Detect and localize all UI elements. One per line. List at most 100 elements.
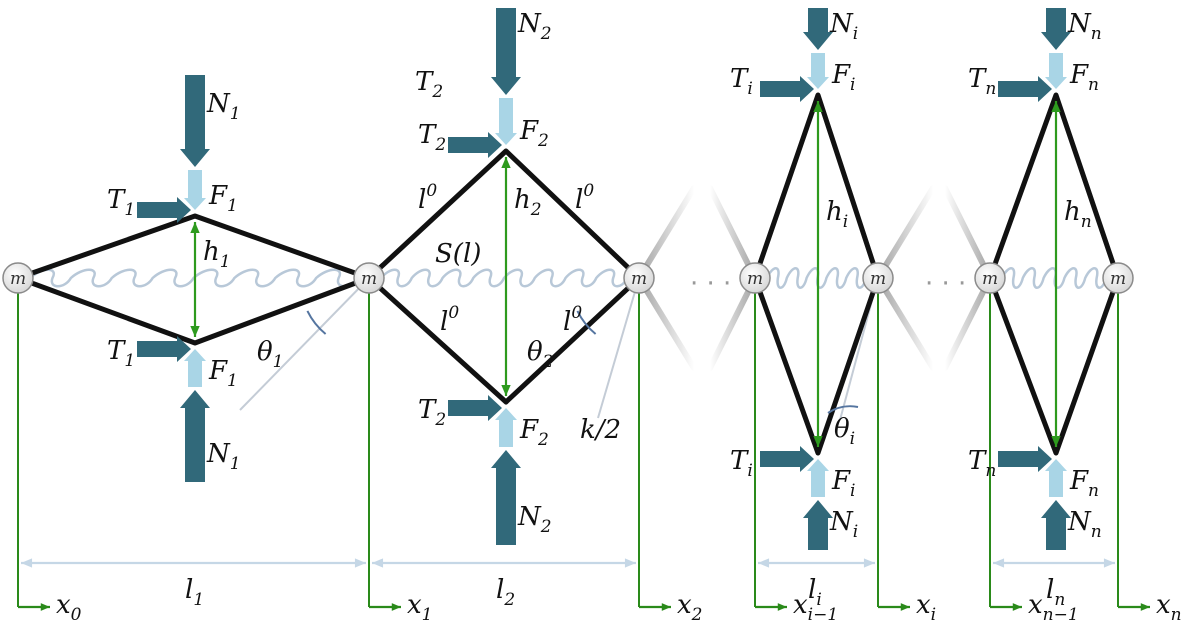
- force-label-top: Fn: [1069, 60, 1099, 95]
- force-label-bottom-subscript: 2: [537, 430, 549, 450]
- force-label-top-base: F: [519, 116, 539, 146]
- mass-label: m: [870, 269, 886, 289]
- ellipsis-separator: · · ·: [925, 269, 966, 299]
- height-arrow-head: [190, 222, 200, 234]
- normal-force-arrow-top: [803, 8, 833, 50]
- force-label-top-subscript: i: [850, 75, 855, 95]
- x-coordinate-label-subscript: i: [931, 605, 936, 625]
- tension-label-bottom-subscript: n: [985, 461, 996, 481]
- height-arrow-head: [813, 101, 823, 113]
- x-coordinate-label: xi: [916, 590, 936, 625]
- tension-arrow-bottom: [998, 446, 1052, 472]
- x-coordinate-label-base: x: [56, 590, 71, 620]
- angle-label-subscript: i: [850, 429, 855, 449]
- tension-label-top: T1: [107, 185, 135, 220]
- mass-circle: [2, 262, 34, 294]
- force-arrow-bottom: [1045, 459, 1067, 497]
- x-axis-layer: [17, 292, 1150, 611]
- x-coordinate-label: x1: [407, 590, 433, 625]
- x-axis-arrow-head: [40, 603, 50, 611]
- force-label-top-subscript: 1: [227, 196, 238, 216]
- tension-arrow-bottom: [760, 446, 814, 472]
- x-coordinate-label-base: x: [1156, 590, 1171, 620]
- normal-force-label-bottom: N2: [517, 502, 552, 537]
- tension-label-bottom-subscript: 2: [434, 410, 446, 430]
- height-label-base: h: [514, 185, 531, 215]
- mass-node: m: [353, 262, 385, 294]
- length-dimension-arrow-head: [354, 558, 366, 568]
- angle-label: θ1: [257, 337, 283, 372]
- normal-force-label-top-base: N: [517, 9, 542, 39]
- height-label: hi: [826, 197, 848, 232]
- normal-force-label-bottom-base: N: [517, 502, 542, 532]
- force-label-bottom-base: F: [208, 356, 228, 386]
- angle-label: θ2: [527, 337, 553, 372]
- length-label-base: l: [808, 575, 816, 605]
- length-label: l2: [496, 575, 515, 610]
- length-dimension-arrow-head: [758, 558, 770, 568]
- x-axis-arrow-head: [1012, 603, 1022, 611]
- x-coordinate-label-subscript: n: [1171, 605, 1182, 625]
- angle-label-subscript: 1: [273, 352, 284, 372]
- force-label-bottom: Fi: [831, 466, 855, 501]
- edge-length-label-base: l: [418, 185, 426, 215]
- length-dimension-arrow-head: [1103, 558, 1115, 568]
- length-label-subscript: 1: [193, 590, 204, 610]
- x-axis-arrow: [1118, 603, 1150, 611]
- x-coordinate-label: x2: [677, 590, 703, 625]
- edge-length-label-base: l: [575, 185, 583, 215]
- edge-length-label: l0: [563, 303, 582, 337]
- normal-force-label-top-subscript: i: [853, 24, 858, 44]
- spring-constant-line: [239, 277, 370, 411]
- x-coordinate-label-subscript: n−1: [1043, 605, 1079, 625]
- force-arrow-top: [184, 170, 206, 210]
- x-axis-arrow: [369, 603, 401, 611]
- x-coordinate-label-subscript: 0: [71, 605, 82, 625]
- tension-label-bottom-subscript: 1: [124, 351, 135, 371]
- height-label: h2: [514, 185, 542, 220]
- mass-circle: [974, 262, 1006, 294]
- mass-node: m: [2, 262, 34, 294]
- height-label-base: h: [203, 237, 220, 267]
- angle-label: θi: [834, 414, 855, 449]
- x-axis-arrow-head: [391, 603, 401, 611]
- force-label-top: Fi: [831, 60, 855, 95]
- normal-force-arrow-bottom: [180, 390, 210, 482]
- height-arrow: [190, 222, 200, 337]
- normal-force-arrow-top: [180, 75, 210, 167]
- height-label-subscript: i: [843, 212, 848, 232]
- force-label-bottom-base: F: [519, 415, 539, 445]
- tension-label-bottom: T1: [107, 336, 135, 371]
- normal-force-label-top-subscript: 2: [540, 24, 552, 44]
- tension-label-top-subscript: n: [985, 79, 996, 99]
- x-coordinate-label-base: x: [793, 590, 808, 620]
- edge-length-label-base: l: [440, 307, 448, 337]
- spring: [765, 267, 868, 289]
- normal-force-label-bottom: Nn: [1067, 507, 1102, 542]
- tension-label-bottom-base: T: [968, 446, 987, 476]
- edge-length-label-base: l: [563, 307, 571, 337]
- mass-node: m: [739, 262, 771, 294]
- mass-label: m: [1110, 269, 1126, 289]
- force-label-bottom-base: F: [831, 466, 851, 496]
- normal-force-label-bottom-base: N: [206, 439, 231, 469]
- normal-force-label-bottom-base: N: [829, 507, 854, 537]
- force-label-top-base: F: [1069, 60, 1089, 90]
- x-axis-arrow-head: [1140, 603, 1150, 611]
- normal-force-arrow-top: [1041, 8, 1071, 50]
- length-dimension-arrow-head: [863, 558, 875, 568]
- length-label: l1: [185, 575, 204, 610]
- tension-label-bottom: T2: [418, 395, 446, 430]
- x-coordinate-label-base: x: [677, 590, 692, 620]
- fade-stub-upper: [636, 185, 697, 281]
- force-arrow-top: [1045, 53, 1067, 89]
- tension-label-top-base: T: [107, 185, 126, 215]
- length-label-base: l: [185, 575, 193, 605]
- tension-label-bottom: Tn: [968, 446, 996, 481]
- angle-label-base: θ: [257, 337, 273, 367]
- fade-stub-upper: [707, 185, 758, 281]
- force-label-bottom: Fn: [1069, 466, 1099, 501]
- spring: [29, 268, 359, 288]
